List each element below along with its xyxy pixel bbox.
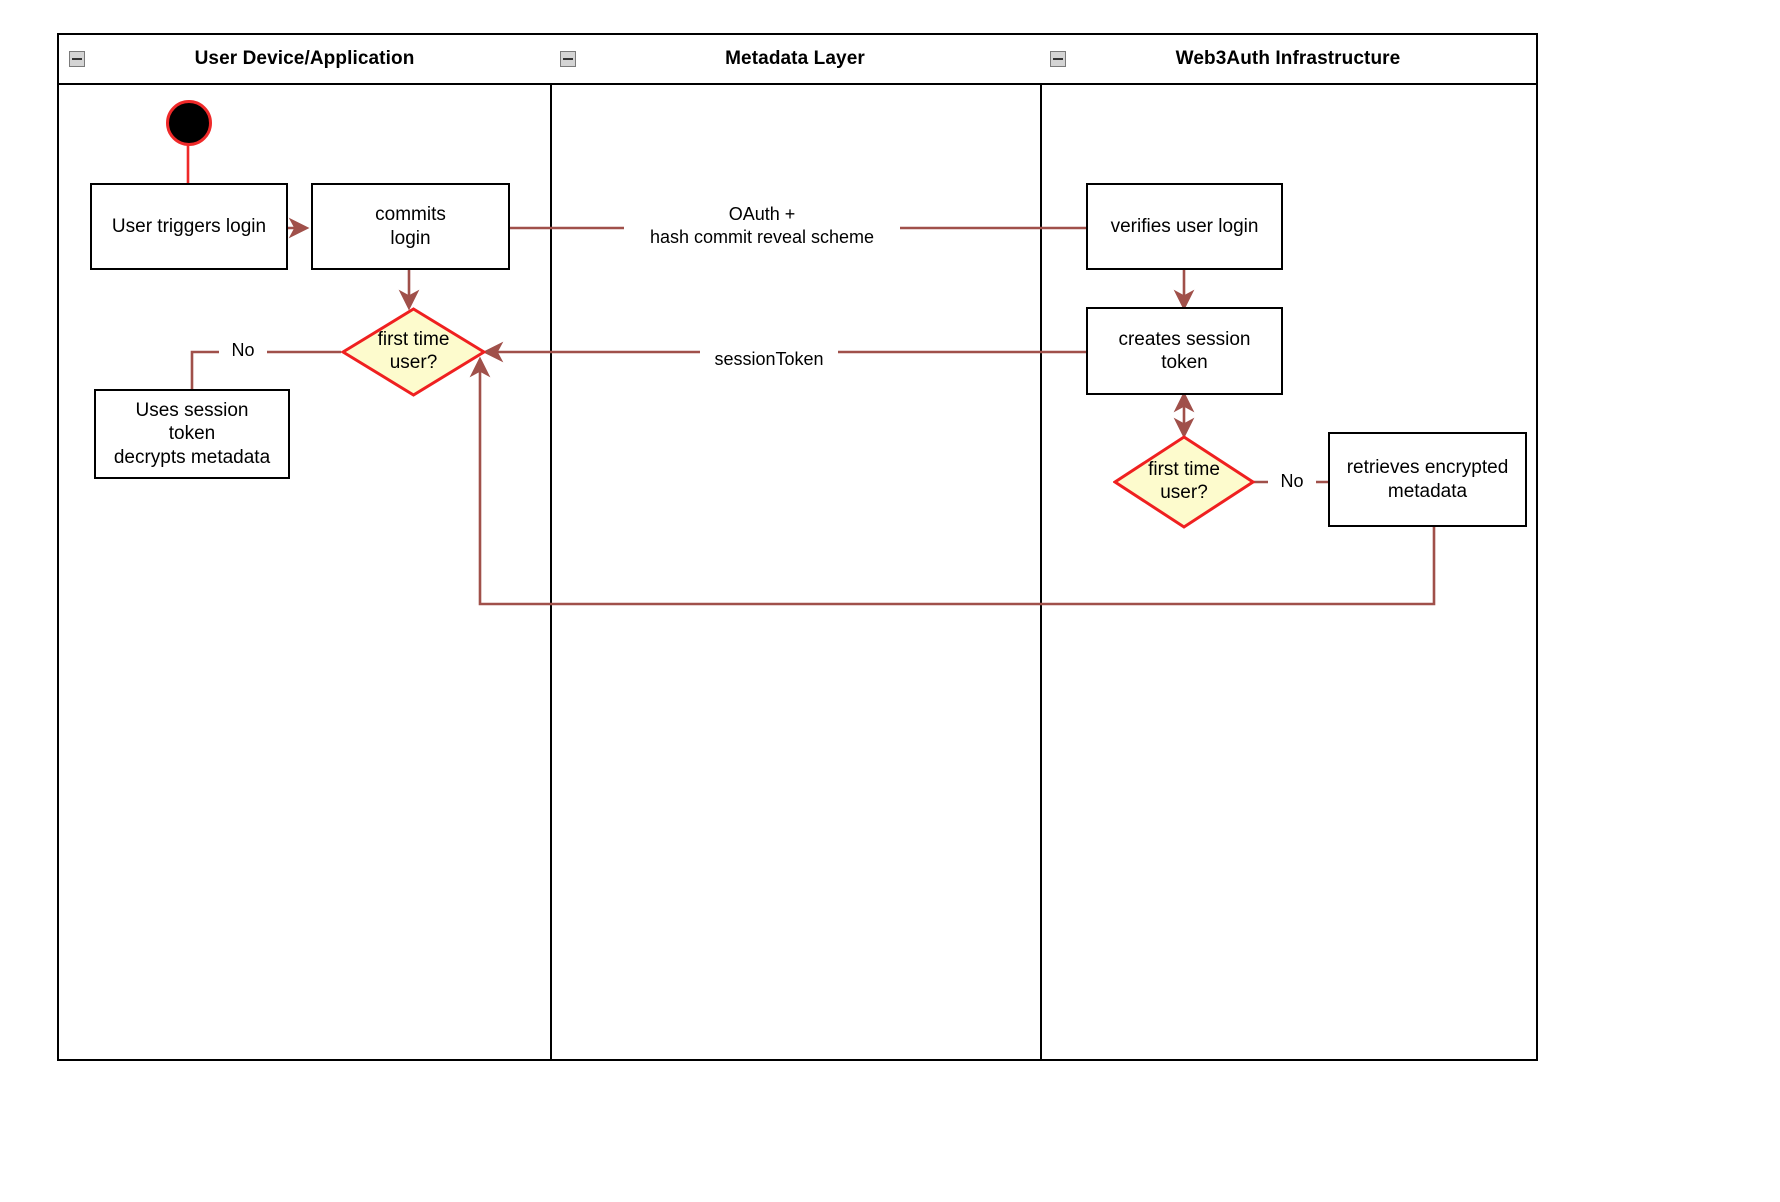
- user-triggers-login-label: User triggers login: [111, 215, 267, 237]
- diamond-shape-client: [340, 307, 487, 397]
- lane-header-web3auth[interactable]: Web3Auth Infrastructure: [1040, 35, 1536, 85]
- lane-divider-2: [1040, 35, 1042, 1059]
- minus-box-icon[interactable]: [69, 51, 85, 67]
- lane-header-metadata-layer[interactable]: Metadata Layer: [550, 35, 1040, 85]
- first-time-user-decision-client[interactable]: first time user?: [340, 307, 487, 397]
- edge-label-no-server: No: [1268, 470, 1316, 493]
- retrieves-encrypted-metadata-label: retrieves encrypted metadata: [1346, 457, 1509, 502]
- commits-login-label: commits login: [375, 204, 446, 249]
- minus-box-icon[interactable]: [560, 51, 576, 67]
- first-time-user-decision-server[interactable]: first time user?: [1112, 435, 1256, 529]
- start-node[interactable]: [166, 100, 212, 146]
- verifies-user-login-label: verifies user login: [1110, 215, 1259, 237]
- retrieves-encrypted-metadata-node[interactable]: retrieves encrypted metadata: [1328, 432, 1527, 527]
- edge-label-session-token: sessionToken: [700, 348, 838, 371]
- edge-label-no-client: No: [219, 339, 267, 362]
- minus-box-icon[interactable]: [1050, 51, 1066, 67]
- lane-title-web3auth: Web3Auth Infrastructure: [1175, 48, 1401, 69]
- lane-title-user-device: User Device/Application: [194, 48, 415, 69]
- uses-session-token-node[interactable]: Uses session token decrypts metadata: [94, 389, 290, 479]
- lane-header-user-device[interactable]: User Device/Application: [59, 35, 550, 85]
- creates-session-token-node[interactable]: creates session token: [1086, 307, 1283, 395]
- diamond-shape-server: [1112, 435, 1256, 529]
- commits-login-node[interactable]: commits login: [311, 183, 510, 270]
- lane-title-metadata-layer: Metadata Layer: [725, 48, 865, 69]
- creates-session-token-label: creates session token: [1118, 328, 1251, 373]
- user-triggers-login-node[interactable]: User triggers login: [90, 183, 288, 270]
- uses-session-token-label: Uses session token decrypts metadata: [113, 400, 271, 468]
- verifies-user-login-node[interactable]: verifies user login: [1086, 183, 1283, 270]
- edge-label-oauth: OAuth + hash commit reveal scheme: [624, 203, 900, 248]
- lane-divider-1: [550, 35, 552, 1059]
